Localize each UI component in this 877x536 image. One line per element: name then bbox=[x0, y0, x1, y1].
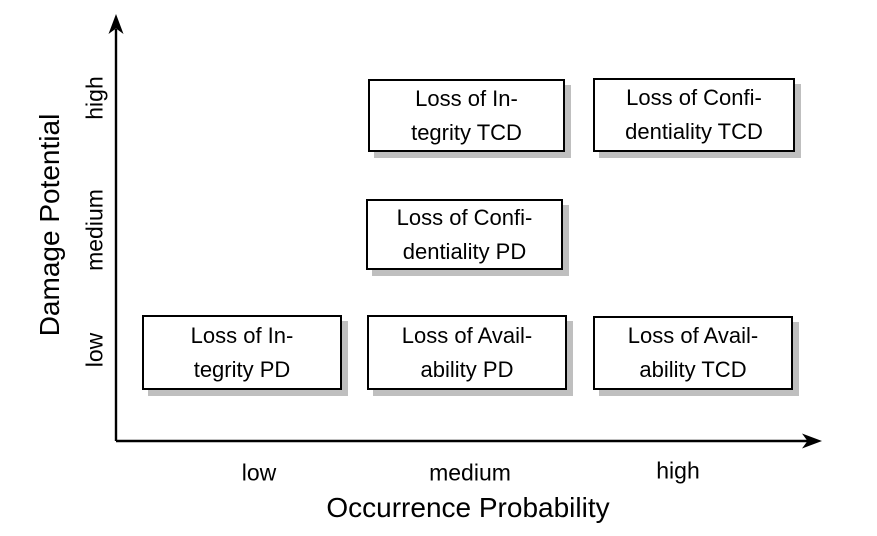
box-line: Loss of In- bbox=[190, 322, 294, 348]
box-loss-of-integrity-tcd: Loss of In- tegrity TCD bbox=[368, 79, 565, 152]
x-axis-label: Occurrence Probability bbox=[326, 492, 610, 523]
x-tick-low: low bbox=[241, 459, 277, 486]
box-line: ability TCD bbox=[639, 357, 747, 382]
x-axis-arrowhead-icon bbox=[802, 433, 822, 449]
y-tick-medium: medium bbox=[81, 189, 108, 271]
y-axis-arrowhead-icon bbox=[108, 14, 124, 34]
box-line: tegrity PD bbox=[193, 356, 291, 382]
y-axis-label: Damage Potential bbox=[34, 113, 65, 337]
x-tick-medium: medium bbox=[429, 459, 511, 486]
box-line: ability PD bbox=[420, 356, 514, 382]
box-line: tegrity TCD bbox=[411, 119, 522, 145]
box-line: dentiality TCD bbox=[625, 119, 763, 144]
box-line: Loss of Avail- bbox=[401, 322, 533, 348]
box-loss-of-availability-pd: Loss of Avail- ability PD bbox=[367, 315, 567, 390]
box-loss-of-confidentiality-tcd: Loss of Confi- dentiality TCD bbox=[593, 78, 795, 152]
box-loss-of-availability-tcd: Loss of Avail- ability TCD bbox=[593, 316, 793, 390]
y-tick-low: low bbox=[81, 332, 108, 368]
x-tick-high: high bbox=[656, 457, 700, 484]
y-tick-high: high bbox=[81, 76, 108, 120]
box-loss-of-confidentiality-pd: Loss of Confi- dentiality PD bbox=[366, 199, 563, 270]
box-line: Loss of In- bbox=[415, 85, 518, 111]
box-loss-of-integrity-pd: Loss of In- tegrity PD bbox=[142, 315, 342, 390]
box-line: Loss of Confi- bbox=[626, 85, 762, 110]
box-line: Loss of Avail- bbox=[627, 323, 759, 348]
box-line: Loss of Confi- bbox=[396, 204, 533, 230]
box-line: dentiality PD bbox=[402, 238, 527, 264]
